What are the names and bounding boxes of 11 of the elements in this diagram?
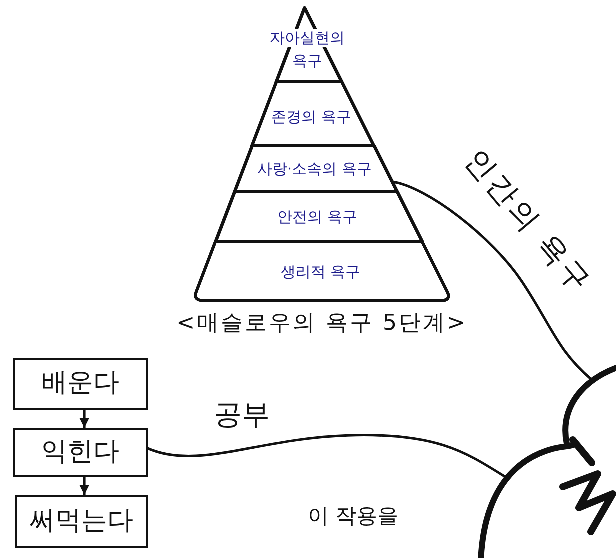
arrow	[80, 408, 90, 430]
process-box: 써먹는다	[15, 495, 148, 548]
pyramid-band: 사랑·소속의 욕구	[232, 145, 400, 193]
pyramid-band: 존경의 욕구	[250, 81, 376, 147]
note-text: 이 작용을	[308, 504, 399, 530]
node-label: <매슬로우의 욕구 5단계>	[176, 311, 468, 338]
arrow	[80, 476, 90, 496]
cloud-drawing	[478, 362, 616, 558]
process-box: 익힌다	[13, 428, 148, 477]
process-box: 배운다	[13, 358, 148, 410]
connector-line	[146, 434, 508, 480]
